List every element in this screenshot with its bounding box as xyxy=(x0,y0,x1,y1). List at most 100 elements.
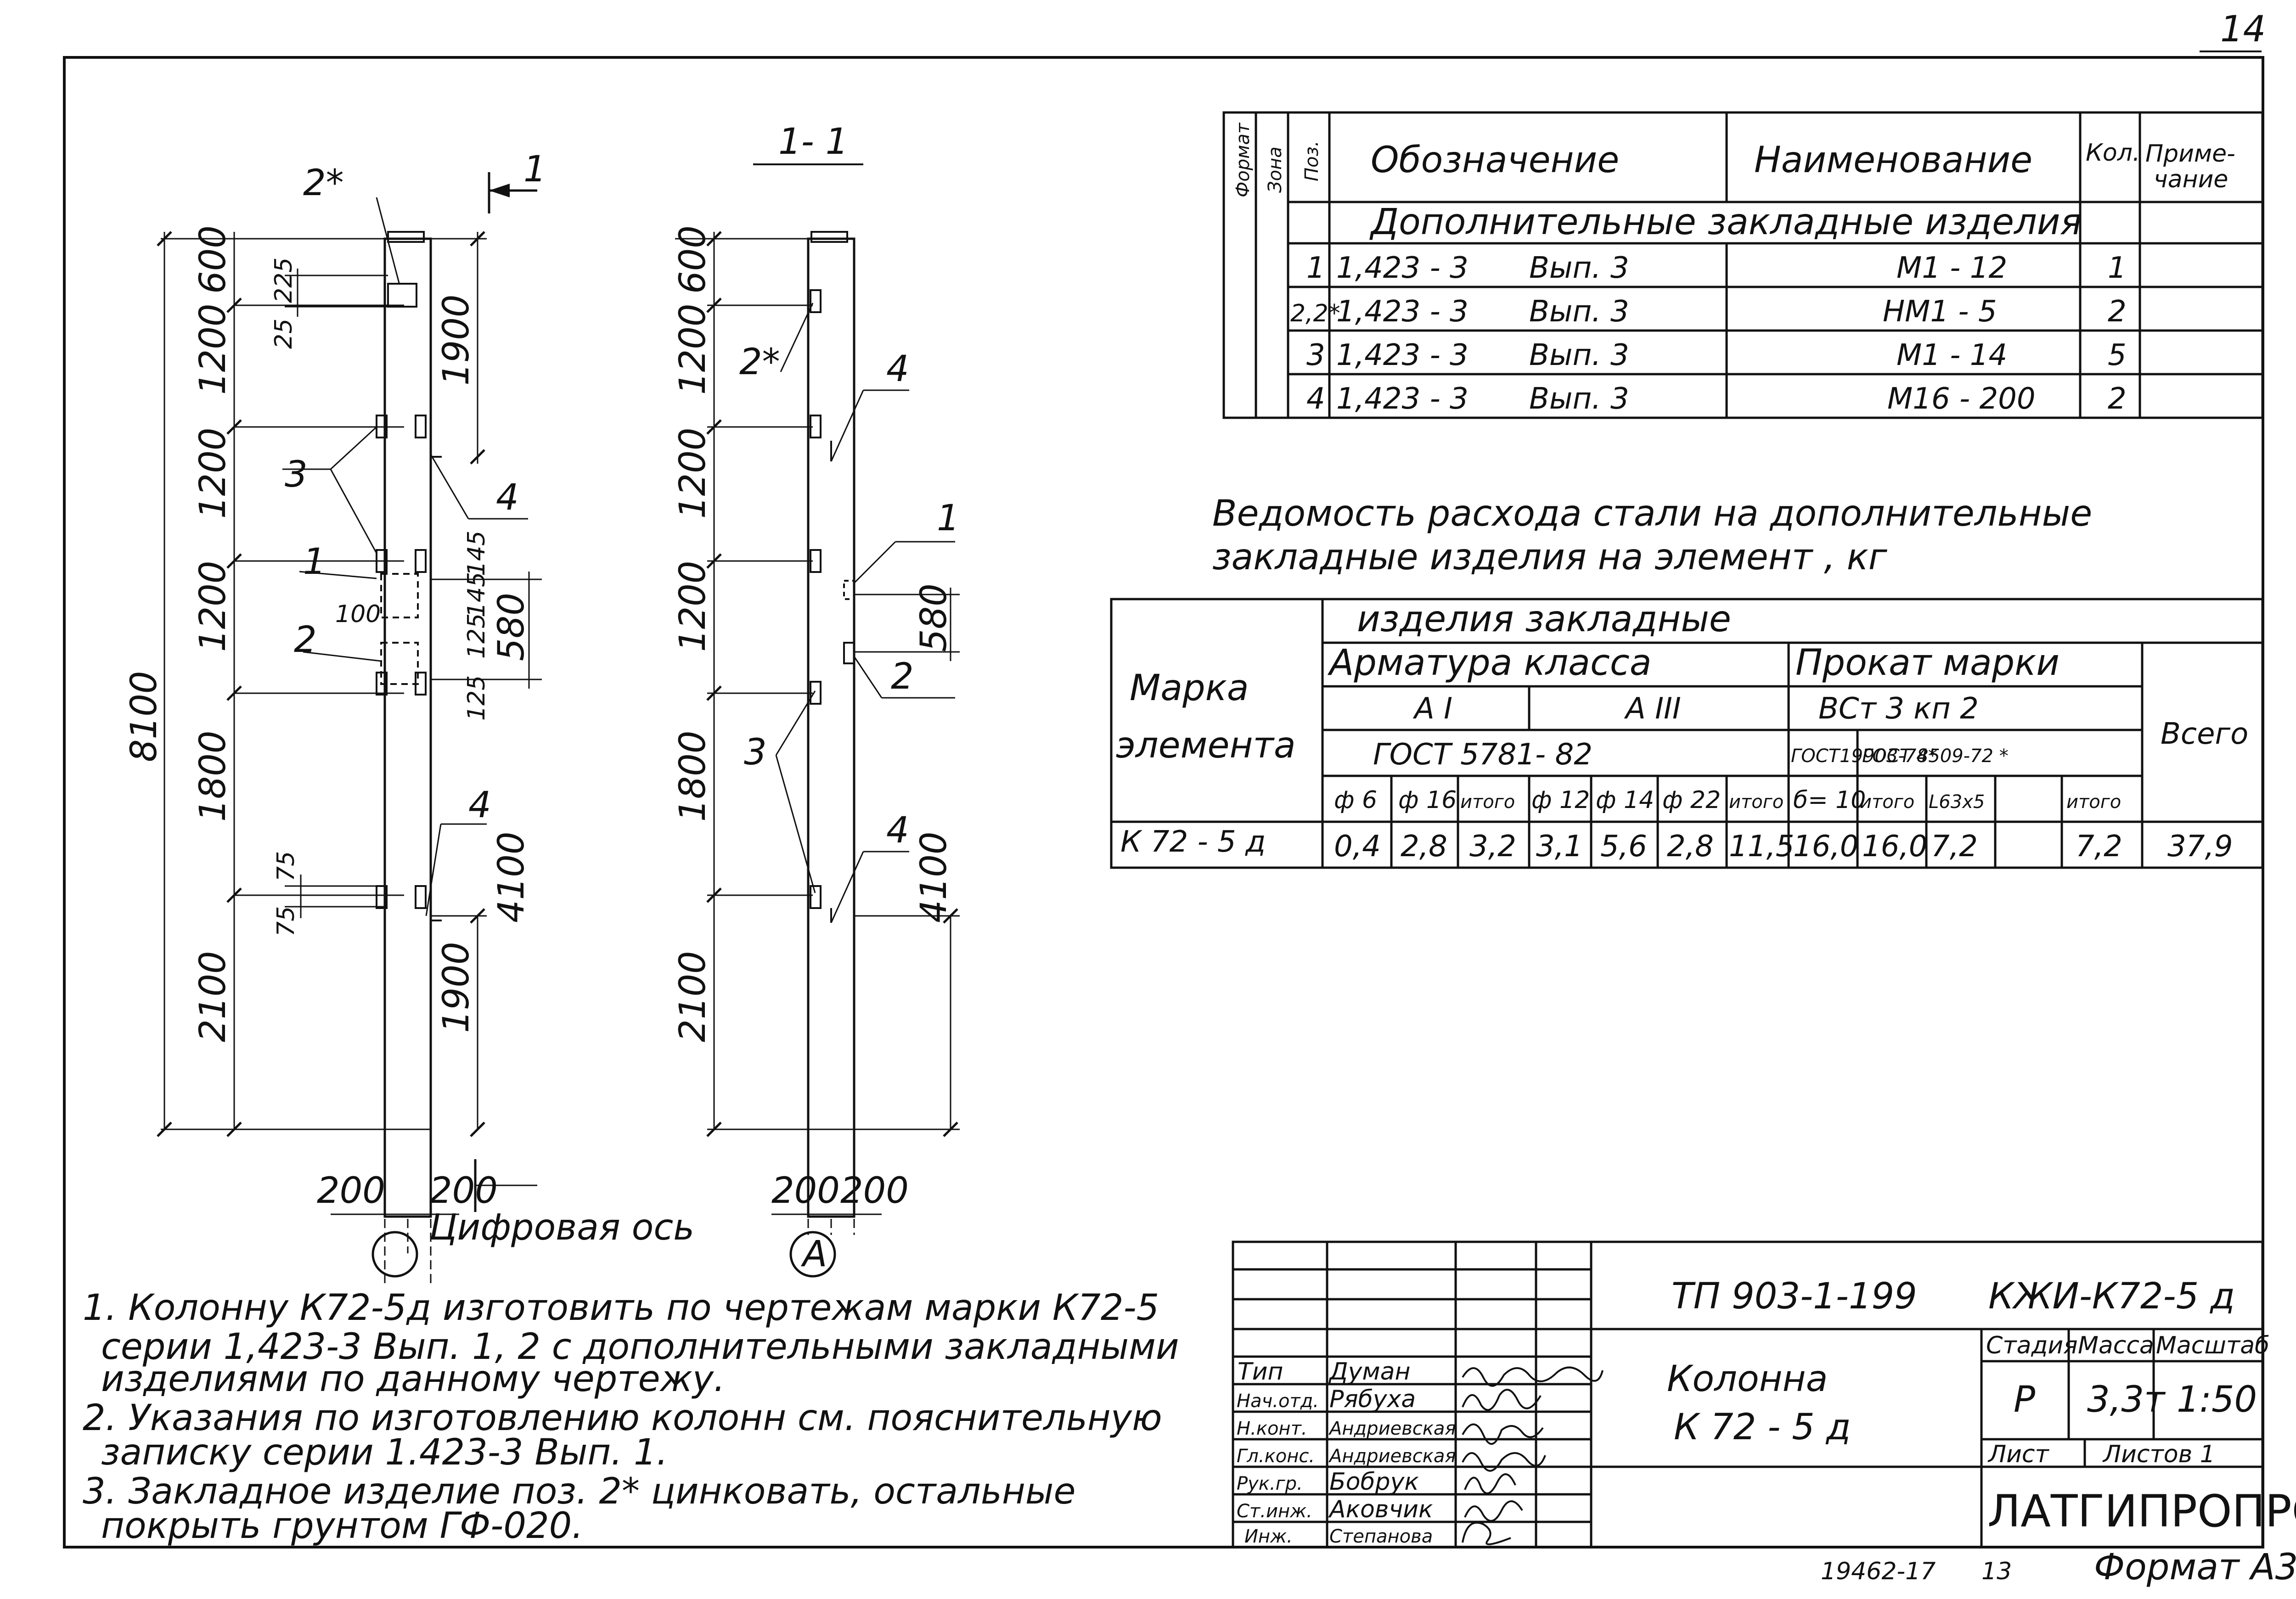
svg-text:200: 200 xyxy=(429,1170,498,1212)
page-number: 14 xyxy=(2220,9,2266,50)
svg-text:Поз.: Поз. xyxy=(1301,140,1322,181)
svg-text:2: 2 xyxy=(891,656,914,697)
svg-text:L63x5: L63x5 xyxy=(1929,791,1985,813)
svg-text:Бобрук: Бобрук xyxy=(1329,1468,1419,1496)
svg-text:2*: 2* xyxy=(739,342,780,383)
svg-text:Р: Р xyxy=(2014,1379,2035,1420)
svg-text:А III: А III xyxy=(1624,692,1681,726)
svg-text:3: 3 xyxy=(744,732,767,773)
svg-text:Приме-: Приме- xyxy=(2145,140,2235,168)
svg-text:Масса: Масса xyxy=(2078,1332,2154,1359)
svg-text:3: 3 xyxy=(285,454,308,495)
svg-text:Зона: Зона xyxy=(1265,146,1286,193)
svg-text:итого: итого xyxy=(1729,791,1784,813)
elevation-dimension-labels: 600 1200 1200 1200 1800 2100 8100 225 25… xyxy=(124,149,694,1248)
svg-text:2: 2 xyxy=(2108,295,2127,329)
svg-text:Лист: Лист xyxy=(1987,1441,2049,1468)
svg-text:1:50: 1:50 xyxy=(2177,1379,2257,1420)
svg-text:4: 4 xyxy=(886,810,909,851)
svg-text:145: 145 xyxy=(463,572,490,617)
svg-text:1,423 - 3: 1,423 - 3 xyxy=(1336,338,1469,372)
svg-text:4: 4 xyxy=(886,348,909,390)
svg-text:Всего: Всего xyxy=(2161,717,2248,751)
svg-text:1: 1 xyxy=(523,149,546,190)
svg-text:1800: 1800 xyxy=(672,730,714,822)
svg-text:1200: 1200 xyxy=(192,561,234,652)
svg-text:Гл.конс.: Гл.конс. xyxy=(1237,1446,1315,1467)
column-outline xyxy=(383,237,432,1218)
svg-text:4100: 4100 xyxy=(913,831,955,923)
svg-text:М1 - 14: М1 - 14 xyxy=(1896,338,2007,372)
svg-text:125: 125 xyxy=(463,675,490,721)
section-dimension-labels: 1- 1 600 1200 1200 1200 1800 2100 580 41… xyxy=(672,121,960,1275)
svg-text:Обозначение: Обозначение xyxy=(1371,140,1619,181)
organization: ЛАТГИПРОПРОМ xyxy=(1987,1486,2296,1537)
svg-text:3,1: 3,1 xyxy=(1536,830,1583,864)
inventory-number: 19462-17 xyxy=(1821,1558,1936,1585)
svg-text:Стадия: Стадия xyxy=(1986,1332,2078,1359)
svg-text:изделия закладные: изделия закладные xyxy=(1357,599,1731,640)
svg-text:3: 3 xyxy=(1306,338,1325,372)
svg-text:Ст.инж.: Ст.инж. xyxy=(1237,1501,1312,1522)
svg-text:ф 16: ф 16 xyxy=(1398,786,1457,814)
svg-text:200: 200 xyxy=(771,1170,840,1212)
svg-text:б= 10: б= 10 xyxy=(1793,786,1866,814)
svg-text:1,423 - 3: 1,423 - 3 xyxy=(1336,295,1469,329)
item-name: Колонна xyxy=(1667,1358,1828,1400)
svg-text:16,0: 16,0 xyxy=(1862,830,1928,864)
svg-text:0,4: 0,4 xyxy=(1334,830,1381,864)
svg-text:100: 100 xyxy=(335,600,381,628)
svg-text:145: 145 xyxy=(463,531,490,576)
axis-label-elevation: Цифровая ось xyxy=(429,1207,694,1248)
svg-text:1: 1 xyxy=(1306,251,1325,285)
svg-text:580: 580 xyxy=(491,593,532,661)
svg-text:итого: итого xyxy=(1460,791,1515,813)
svg-text:Аковчик: Аковчик xyxy=(1328,1496,1433,1523)
svg-text:Наименование: Наименование xyxy=(1754,140,2032,181)
copy-number: 13 xyxy=(1981,1558,2012,1585)
svg-text:3. Закладное изделие поз. 2*: 3. Закладное изделие поз. 2* цинковать, … xyxy=(83,1471,1075,1512)
sheet-format: Формат А3 xyxy=(2094,1547,2296,1588)
svg-text:16,0: 16,0 xyxy=(1793,830,1859,864)
svg-text:записку серии 1.423-3 Вып. 1.: записку серии 1.423-3 Вып. 1. xyxy=(101,1432,668,1473)
svg-text:Прокат марки: Прокат марки xyxy=(1795,642,2060,684)
svg-text:1: 1 xyxy=(303,541,326,583)
svg-text:8100: 8100 xyxy=(124,671,165,762)
svg-text:1800: 1800 xyxy=(192,730,234,822)
svg-text:1: 1 xyxy=(937,498,960,539)
svg-text:1: 1 xyxy=(2108,251,2127,285)
svg-text:ГОСТ19903-74*: ГОСТ19903-74* xyxy=(1791,746,1937,767)
svg-text:600: 600 xyxy=(672,225,714,294)
svg-text:1,423 - 3: 1,423 - 3 xyxy=(1336,382,1469,416)
svg-text:4: 4 xyxy=(1306,382,1325,416)
svg-text:ГОСТ 8509-72 *: ГОСТ 8509-72 * xyxy=(1862,746,2009,767)
svg-text:1900: 1900 xyxy=(436,942,477,1033)
svg-text:Вып. 3: Вып. 3 xyxy=(1529,338,1629,372)
item-mark: К 72 - 5 д xyxy=(1674,1407,1851,1448)
svg-text:Думан: Думан xyxy=(1328,1358,1411,1386)
svg-text:75: 75 xyxy=(272,906,300,937)
svg-text:1200: 1200 xyxy=(192,427,234,519)
svg-text:1900: 1900 xyxy=(436,294,477,386)
svg-text:Инж.: Инж. xyxy=(1244,1526,1293,1547)
svg-text:Вып. 3: Вып. 3 xyxy=(1529,251,1629,285)
svg-text:Тип: Тип xyxy=(1238,1358,1283,1386)
svg-text:4: 4 xyxy=(496,477,519,518)
svg-text:серии 1,423-3 Вып. 1, 2 с до: серии 1,423-3 Вып. 1, 2 с дополнительным… xyxy=(101,1326,1179,1368)
svg-text:чание: чание xyxy=(2154,166,2228,193)
svg-text:7,2: 7,2 xyxy=(2076,830,2122,864)
svg-text:1200: 1200 xyxy=(672,427,714,519)
svg-text:2100: 2100 xyxy=(672,951,714,1042)
svg-text:Арматура класса: Арматура класса xyxy=(1327,642,1652,684)
column-elevation xyxy=(157,172,542,1285)
spec-section-row: Дополнительные закладные изделия xyxy=(1369,202,2082,243)
spec-table-text: Формат Зона Поз. Обозначение Наименовани… xyxy=(1232,122,2235,416)
svg-text:2*: 2* xyxy=(303,163,344,204)
svg-text:М16 - 200: М16 - 200 xyxy=(1887,382,2036,416)
section-title: 1- 1 xyxy=(778,121,848,163)
svg-text:2,2*: 2,2* xyxy=(1290,300,1340,327)
svg-text:Степанова: Степанова xyxy=(1329,1526,1433,1547)
svg-text:11,5: 11,5 xyxy=(1729,830,1795,864)
svg-text:600: 600 xyxy=(192,225,234,294)
